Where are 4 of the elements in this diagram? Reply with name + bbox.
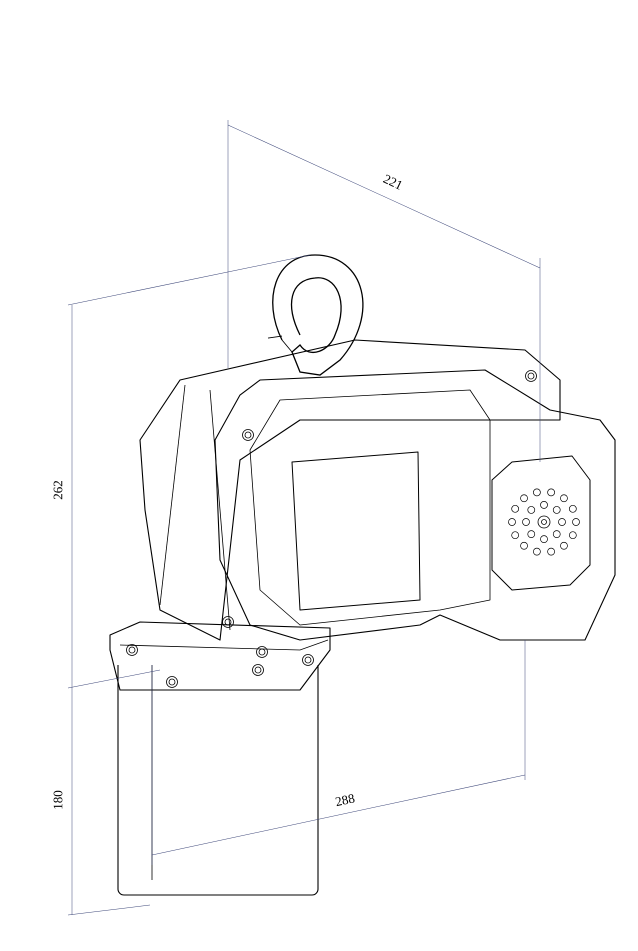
dimension-label: 262 bbox=[54, 480, 62, 500]
dimension-label: 180 bbox=[54, 790, 62, 809]
dimension-label: 221 bbox=[382, 174, 402, 190]
dimension-label: 288 bbox=[335, 794, 355, 806]
